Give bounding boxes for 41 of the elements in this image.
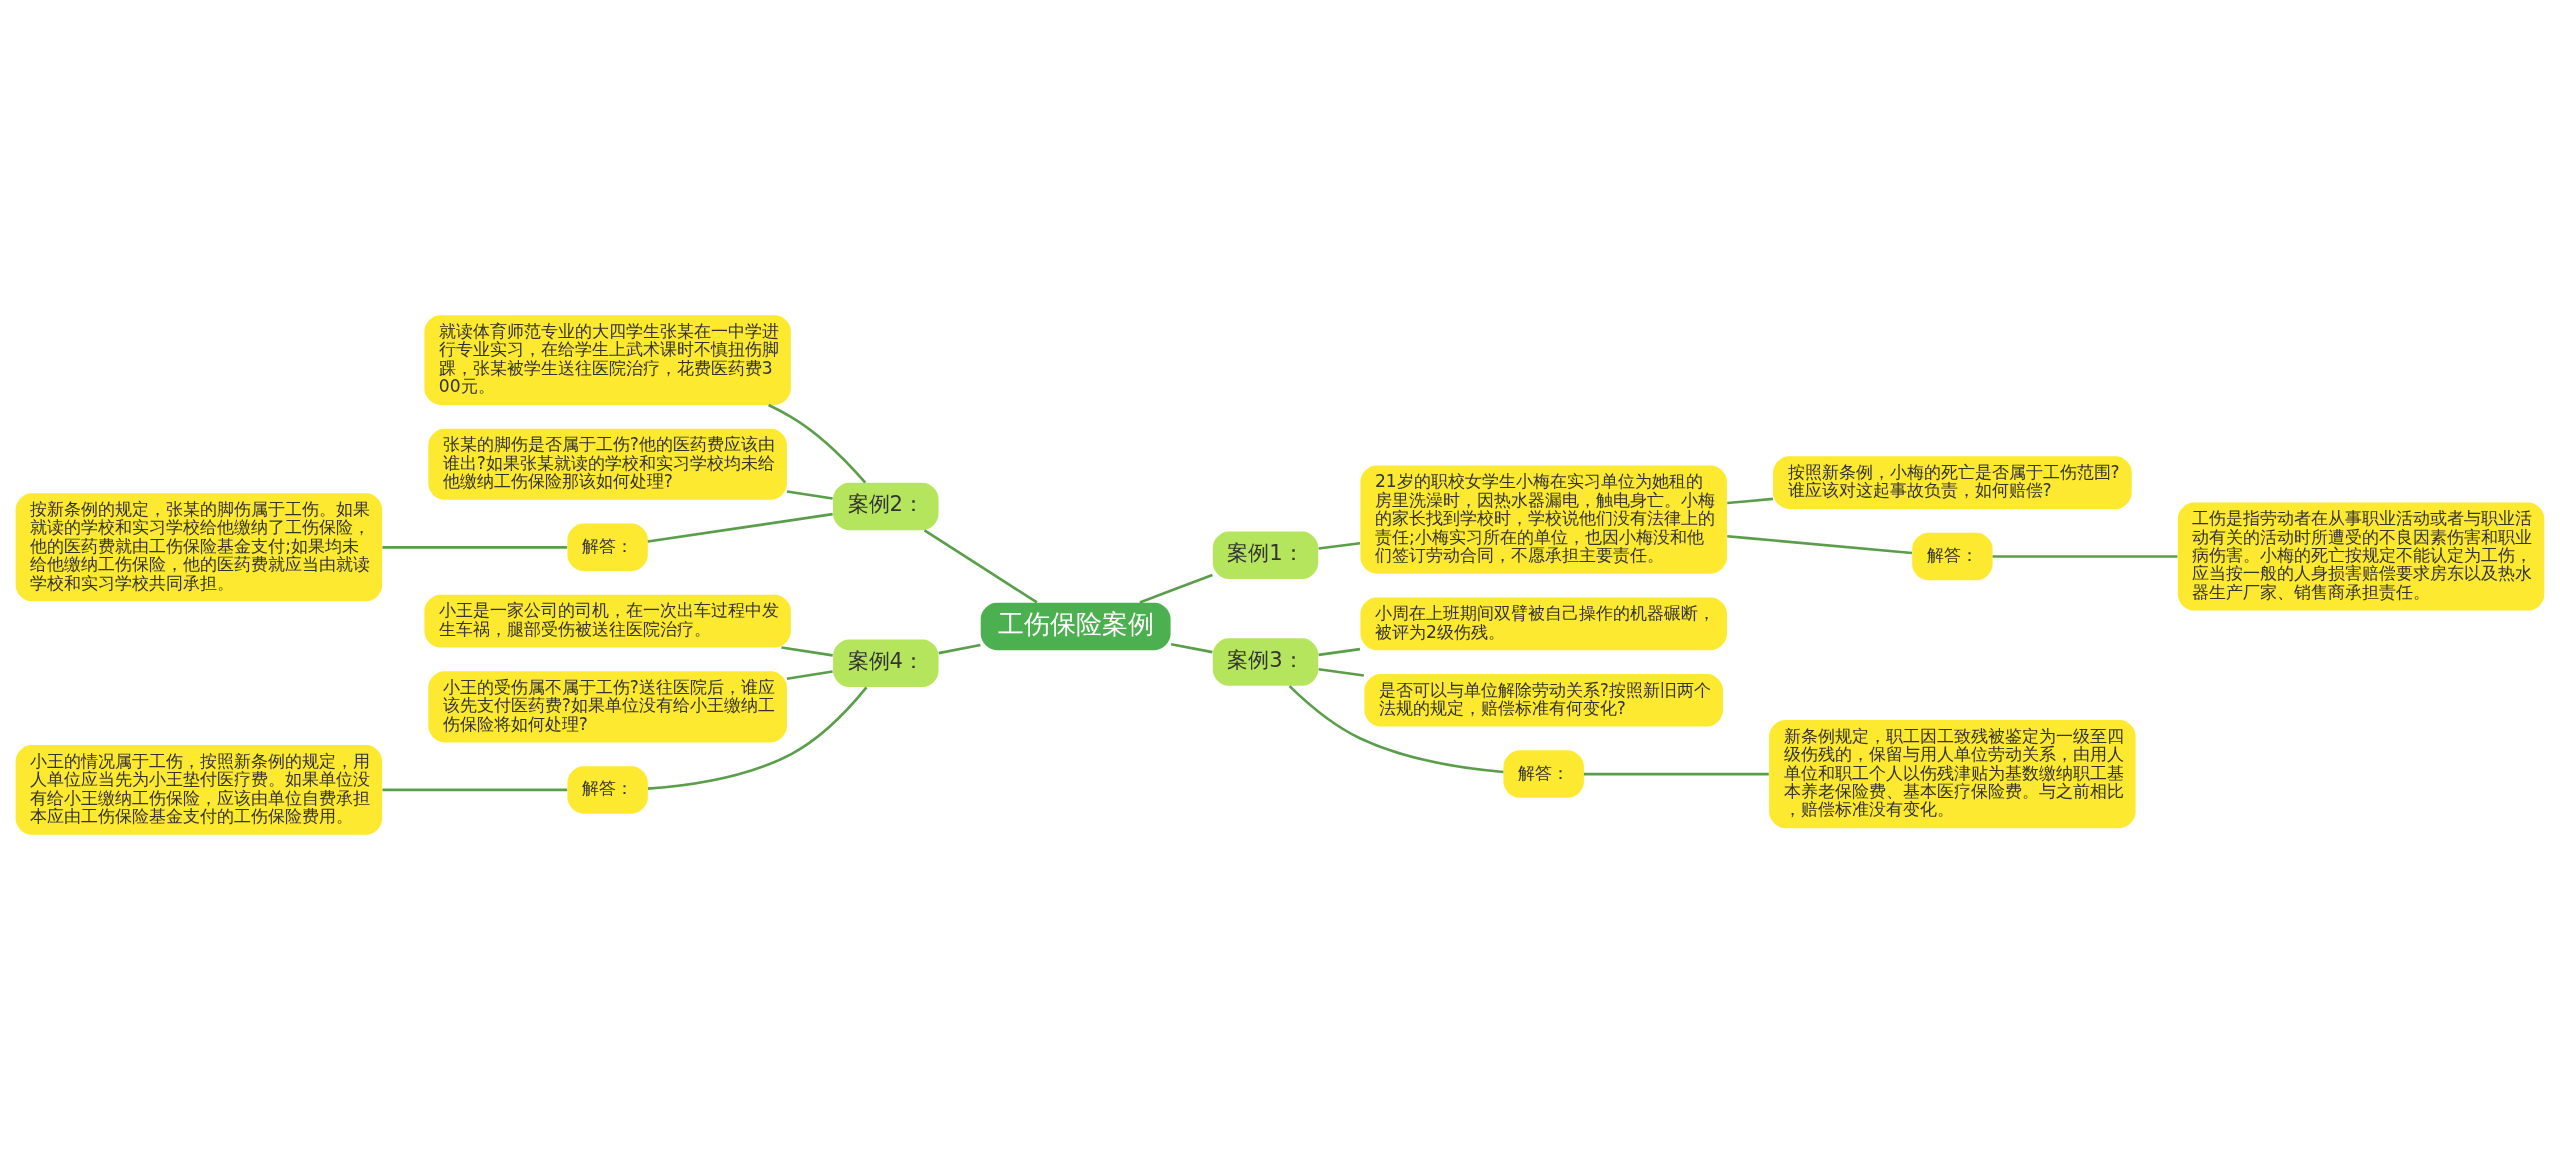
node-box: 是否可以与单位解除劳动关系?按照新旧两个法规的规定，赔偿标准有何变化? (1364, 673, 1723, 727)
node-box: 按照新条例，小梅的死亡是否属于工伤范围?谁应该对这起事故负责，如何赔偿? (1773, 456, 2132, 510)
node-box: 工伤保险案例 (980, 602, 1171, 651)
connector (1727, 534, 1913, 555)
connector (647, 512, 833, 543)
node-box: 工伤是指劳动者在从事职业活动或者与职业活动有关的活动时所遭受的不良因素伤害和职业病伤害。小梅的死亡按规定不能认定为工伤，应当按一般的人身损害赔偿要求房东以及热水器生产厂家、销售商承担责任。 (2177, 502, 2545, 611)
connector (786, 490, 833, 500)
node-box: 解答： (567, 523, 648, 572)
node-box: 案例3： (1212, 638, 1319, 686)
node-box: 案例2： (833, 482, 939, 531)
connector (781, 646, 833, 657)
node-box: 小王是一家公司的司机，在一次出车过程中发生车祸，腿部受伤被送往医院治疗。 (424, 594, 791, 648)
node-box: 按新条例的规定，张某的脚伤属于工伤。如果就读的学校和实习学校给他缴纳了工伤保险，他的医药费就由工伤保险基金支付;如果均未给他缴纳工伤保险，他的医药费就应当由就读学校和实习学校共同承担。 (15, 493, 383, 602)
connector (1139, 573, 1213, 604)
connector (1318, 541, 1361, 550)
connector (1318, 647, 1361, 657)
node-box: 解答： (1912, 532, 1993, 581)
connector (1992, 555, 2178, 558)
connector (938, 643, 981, 655)
node-box: 解答： (1503, 750, 1584, 798)
connector (1288, 685, 1504, 774)
node-box: 新条例规定，职工因工致残被鉴定为一级至四级伤残的，保留与用人单位劳动关系，由用人单位和职工个人以伤残津贴为基数缴纳职工基本养老保险费、基本医疗保险费。与之前相比，赔偿标准没有变化。 (1769, 720, 2136, 829)
node-box: 21岁的职校女学生小梅在实习单位为她租的房里洗澡时，因热水器漏电，触电身亡。小梅的家长找到学校时，学校说他们没有法律上的责任;小梅实习所在的单位，也因小梅没和他们签订劳动合同，不愿承担主要责任。 (1360, 465, 1727, 574)
node-box: 案例1： (1212, 531, 1319, 579)
node-box: 张某的脚伤是否属于工伤?他的医药费应该由谁出?如果张某就读的学校和实习学校均未给他缴纳工伤保险那该如何处理? (428, 428, 787, 500)
node-box: 小王的受伤属不属于工伤?送往医院后，谁应该先支付医药费?如果单位没有给小王缴纳工伤保险将如何处理? (428, 671, 787, 743)
connector (1170, 643, 1213, 654)
connector (382, 546, 568, 549)
node-box: 小王的情况属于工伤，按照新条例的规定，用人单位应当先为小王垫付医疗费。如果单位没有给小王缴纳工伤保险，应该由单位自费承担本应由工伤保险基金支付的工伤保险费用。 (15, 745, 383, 835)
connector (1727, 497, 1774, 505)
connector (1318, 667, 1365, 677)
connector (647, 686, 868, 790)
connector (786, 670, 833, 681)
node-box: 解答： (567, 766, 648, 814)
node-box: 小周在上班期间双臂被自己操作的机器碾断，被评为2级伤残。 (1360, 597, 1727, 651)
node-box: 就读体育师范专业的大四学生张某在一中学进行专业实习，在给学生上武术课时不慎扭伤脚踝，张某被学生送往医院治疗，花费医药费300元。 (424, 315, 791, 405)
connector (1583, 772, 1769, 776)
connector (768, 403, 867, 484)
node-box: 案例4： (833, 639, 939, 688)
connector (382, 788, 568, 792)
connector (923, 529, 1038, 604)
